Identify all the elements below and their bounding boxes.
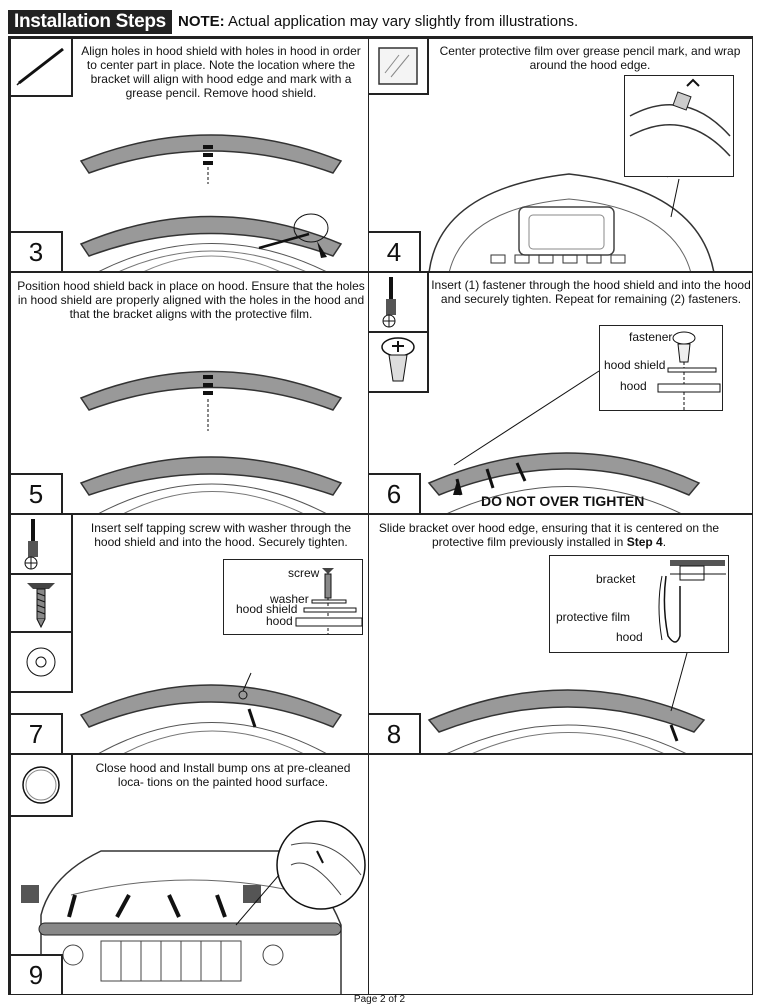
hood-label: hood xyxy=(616,630,643,644)
steps-grid: Align holes in hood shield with holes in… xyxy=(8,36,753,995)
step-6-detail-callout: fastener hood shield hood xyxy=(599,325,723,411)
note: NOTE: Actual application may vary slight… xyxy=(178,12,578,32)
grease-pencil-icon xyxy=(11,39,73,97)
step-7-detail-callout: screw washer hood shield hood xyxy=(223,559,363,635)
page-footer: Page 2 of 2 xyxy=(353,994,406,1005)
step-4-detail-callout xyxy=(624,75,734,177)
step-6-text: Insert (1) fastener through the hood shi… xyxy=(431,278,751,306)
warning-text: DO NOT OVER TIGHTEN xyxy=(481,493,645,509)
bump-on-icon xyxy=(11,755,73,817)
step-9-text: Close hood and Install bump ons at pre-c… xyxy=(95,761,351,789)
step-6-number: 6 xyxy=(369,473,421,513)
step-4-text: Center protective film over grease penci… xyxy=(439,44,741,72)
step-7-panel: Insert self tapping screw with washer th… xyxy=(10,514,370,754)
step-8-step-reference: Step 4 xyxy=(626,535,663,549)
step-6-illustration xyxy=(427,370,701,513)
header: Installation Steps NOTE: Actual applicat… xyxy=(8,10,753,34)
step-8-text: Slide bracket over hood edge, ensuring t… xyxy=(375,521,723,549)
step-4-number: 4 xyxy=(369,231,421,271)
step-7-text: Insert self tapping screw with washer th… xyxy=(90,521,352,549)
section-title: Installation Steps xyxy=(8,10,172,34)
step-8-illustration xyxy=(427,652,706,753)
step-7-number: 7 xyxy=(11,713,63,753)
step-8-text-part-a: Slide bracket over hood edge, ensuring t… xyxy=(378,521,720,549)
step-5-number: 5 xyxy=(11,473,63,513)
step-3-number: 3 xyxy=(11,231,63,271)
step-3-text: Align holes in hood shield with holes in… xyxy=(81,44,361,100)
note-text: Actual application may vary slightly fro… xyxy=(224,13,579,30)
washer-label: washer xyxy=(270,592,309,606)
hood-shield-label: hood shield xyxy=(236,602,298,616)
step-9-illustration xyxy=(21,820,366,994)
empty-panel xyxy=(368,754,753,995)
washer-icon xyxy=(11,631,73,693)
fastener-icon xyxy=(369,331,429,393)
step-8-text-part-c: . xyxy=(662,535,667,549)
step-4-panel: Center protective film over grease penci… xyxy=(368,38,753,272)
step-9-panel: Close hood and Install bump ons at pre-c… xyxy=(10,754,370,995)
protective-film-icon xyxy=(369,39,429,95)
step-5-panel: Position hood shield back in place on ho… xyxy=(10,272,370,514)
step-7-illustration xyxy=(79,672,343,753)
bracket-label: bracket xyxy=(596,572,636,586)
step-6-panel: Insert (1) fastener through the hood shi… xyxy=(368,272,753,514)
step-5-illustration xyxy=(79,370,343,513)
hood-label: hood xyxy=(266,614,293,628)
step-8-panel: Slide bracket over hood edge, ensuring t… xyxy=(368,514,753,754)
hood-label: hood xyxy=(620,379,647,393)
step-3-panel: Align holes in hood shield with holes in… xyxy=(10,38,370,272)
fastener-label: fastener xyxy=(629,330,673,344)
note-label: NOTE: xyxy=(178,13,225,30)
step-9-number: 9 xyxy=(11,954,63,994)
hood-shield-label: hood shield xyxy=(604,358,666,372)
step-5-text: Position hood shield back in place on ho… xyxy=(17,279,365,321)
step-8-detail-callout: bracket protective film hood xyxy=(549,555,729,653)
protective-film-label: protective film xyxy=(556,610,631,624)
step-8-number: 8 xyxy=(369,713,421,753)
screw-label: screw xyxy=(288,566,320,580)
step-3-illustration xyxy=(79,134,343,271)
